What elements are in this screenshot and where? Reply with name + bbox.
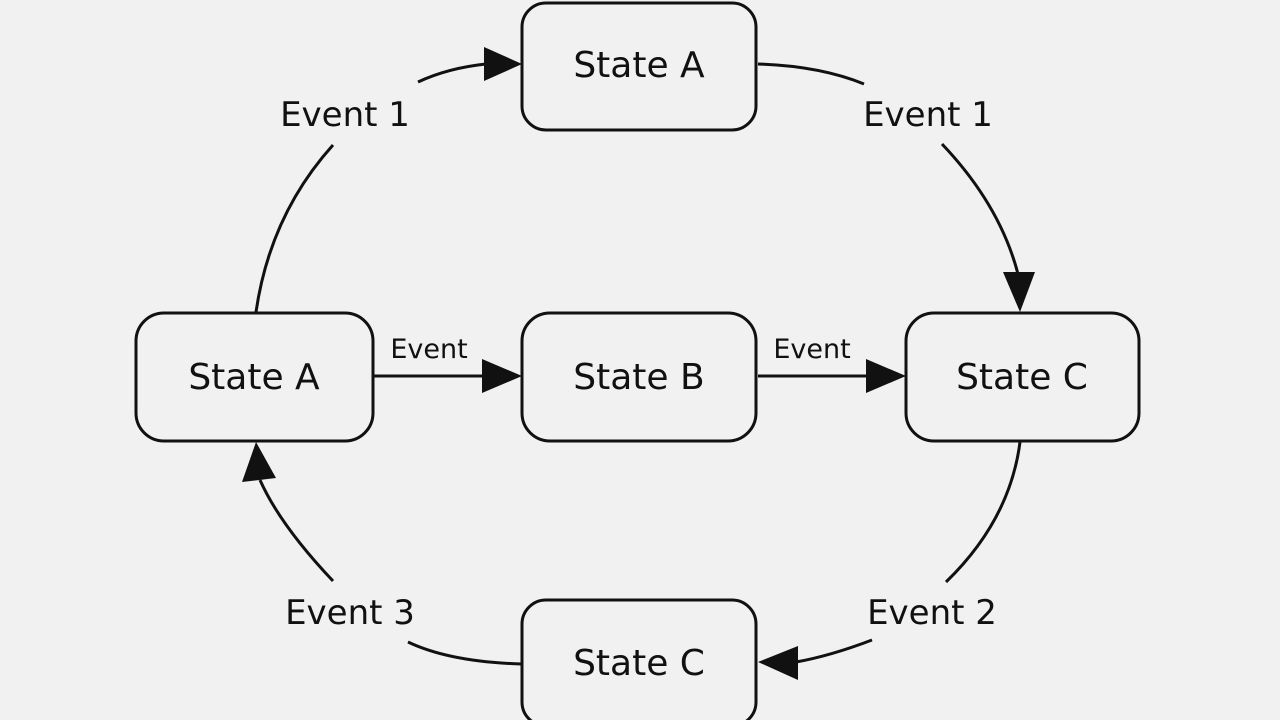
arrowhead-top-to-right: [1003, 272, 1035, 312]
edge-label-left-to-center: Event: [390, 334, 467, 365]
node-center-state-b: State B: [520, 311, 758, 443]
edge-label-bottom-to-left: Event 3: [285, 593, 415, 633]
node-right-state-c: State C: [904, 311, 1141, 443]
node-top-box: [520, 1, 758, 132]
arrowhead-left-to-center: [482, 359, 522, 393]
edge-bottom-to-left: Event 3: [242, 442, 523, 666]
edge-bottom-to-left-upper-line: [258, 479, 335, 583]
node-top-state-a: State A: [520, 1, 758, 132]
node-right-box: [904, 311, 1141, 443]
edge-label-left-to-top: Event 1: [280, 95, 410, 135]
edge-label-right-to-bottom: Event 2: [867, 593, 997, 633]
edge-label-center-to-right: Event: [773, 334, 850, 365]
arrowhead-right-to-bottom: [758, 646, 798, 680]
node-bottom-box: [520, 598, 758, 720]
edge-left-to-top: Event 1: [254, 47, 522, 313]
edge-left-to-top-lower-line: [254, 143, 335, 313]
arrowhead-bottom-to-left: [242, 442, 276, 482]
node-center-box: [520, 311, 758, 443]
edge-top-to-right-upper-line: [757, 62, 865, 86]
edge-right-to-bottom-upper-line: [944, 441, 1022, 584]
node-left-label: State A: [188, 357, 320, 398]
edge-bottom-to-left-lower-line: [407, 640, 523, 666]
edge-top-to-right: Event 1: [757, 62, 1035, 312]
edge-center-to-right: Event: [758, 334, 906, 393]
node-right-label: State C: [956, 357, 1088, 398]
edge-label-top-to-right: Event 1: [863, 95, 993, 135]
node-bottom-state-c: State C: [520, 598, 758, 720]
node-top-label: State A: [573, 45, 705, 86]
edge-right-to-bottom: Event 2: [758, 441, 1022, 680]
edge-left-to-top-upper-line: [417, 62, 487, 84]
edge-top-to-right-lower-line: [940, 142, 1020, 275]
arrowhead-center-to-right: [866, 359, 906, 393]
node-left-state-a: State A: [134, 311, 375, 443]
node-center-label: State B: [573, 357, 704, 398]
arrowhead-left-to-top: [484, 47, 522, 81]
node-left-box: [134, 311, 375, 443]
edge-left-to-center: Event: [374, 334, 522, 393]
node-bottom-label: State C: [573, 643, 705, 684]
edge-right-to-bottom-lower-line: [795, 638, 873, 664]
